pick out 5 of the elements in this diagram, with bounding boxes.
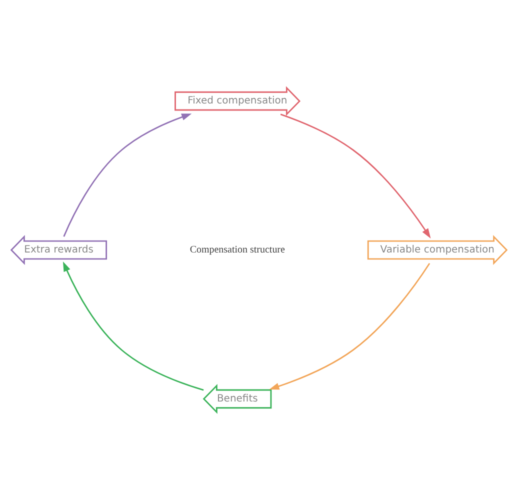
node-text: Compensation structure	[190, 244, 285, 256]
arrow	[63, 114, 192, 237]
arrow	[269, 262, 430, 390]
arrow	[280, 114, 431, 238]
arrow	[62, 261, 204, 391]
